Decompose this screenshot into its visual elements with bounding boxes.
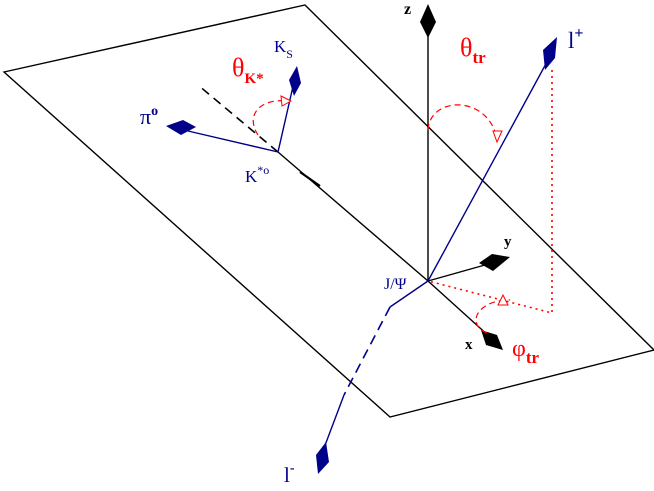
theta-tr-arc [427, 104, 498, 141]
l-minus-base: l [284, 463, 290, 487]
kstar-direction-tick [299, 171, 321, 187]
ks-track [277, 81, 295, 153]
l-plus-label: l+ [568, 25, 584, 53]
x-axis [427, 280, 491, 338]
x-axis-arrowhead-icon [481, 330, 503, 350]
l-minus-arrowhead-icon [316, 442, 329, 474]
ks-subscript: S [286, 47, 293, 61]
ks-base: K [274, 37, 287, 56]
z-axis-arrowhead-icon [420, 4, 436, 38]
l-plus-base: l [568, 28, 574, 53]
phi-tr-subscript: tr [526, 348, 540, 367]
l-minus-track-solid [389, 280, 429, 308]
theta-kstar-arc [252, 100, 289, 136]
l-plus-arrowhead-icon [543, 37, 557, 70]
decay-plane [2, 4, 654, 418]
kstar-dashed-extension [197, 84, 279, 153]
l-minus-track-lower [323, 394, 345, 449]
y-axis-arrowhead-icon [479, 254, 510, 271]
theta-kstar-label: θK* [232, 53, 264, 87]
l-plus-superscript: + [574, 25, 583, 42]
ks-arrowhead-icon [289, 66, 301, 96]
x-axis-label: x [465, 337, 473, 353]
theta-tr-open-arrowhead-icon [492, 130, 503, 144]
z-axis-label: z [404, 1, 411, 18]
kstar0-base: K [245, 167, 258, 186]
y-axis [427, 262, 493, 282]
pi0-base: π [140, 104, 151, 129]
jpsi-label: J/Ψ [384, 276, 407, 293]
theta-kstar-symbol: θ [232, 53, 244, 82]
pi0-arrowhead-icon [166, 120, 196, 135]
pi0-label: πo [140, 104, 158, 129]
theta-kstar-open-arrowhead-icon [280, 95, 293, 107]
theta-kstar-subscript: K* [244, 71, 263, 87]
l-minus-track-dashed [343, 306, 391, 396]
y-axis-label: y [504, 234, 512, 250]
l-minus-superscript: - [290, 461, 295, 476]
phi-tr-open-arrowhead-icon [497, 293, 509, 306]
pi0-superscript: o [151, 104, 158, 119]
theta-tr-symbol: θ [460, 33, 472, 62]
kstar0-label: K*o [245, 163, 269, 186]
l-plus-track [427, 59, 549, 282]
theta-tr-label: θtr [460, 33, 486, 67]
kstar0-superscript: *o [257, 163, 269, 177]
phi-tr-label: φtr [512, 336, 540, 367]
phi-tr-symbol: φ [512, 336, 526, 362]
l-minus-label: l- [284, 461, 295, 487]
theta-tr-subscript: tr [472, 48, 486, 67]
ks-label: KS [274, 37, 293, 61]
pi0-track [187, 130, 279, 153]
